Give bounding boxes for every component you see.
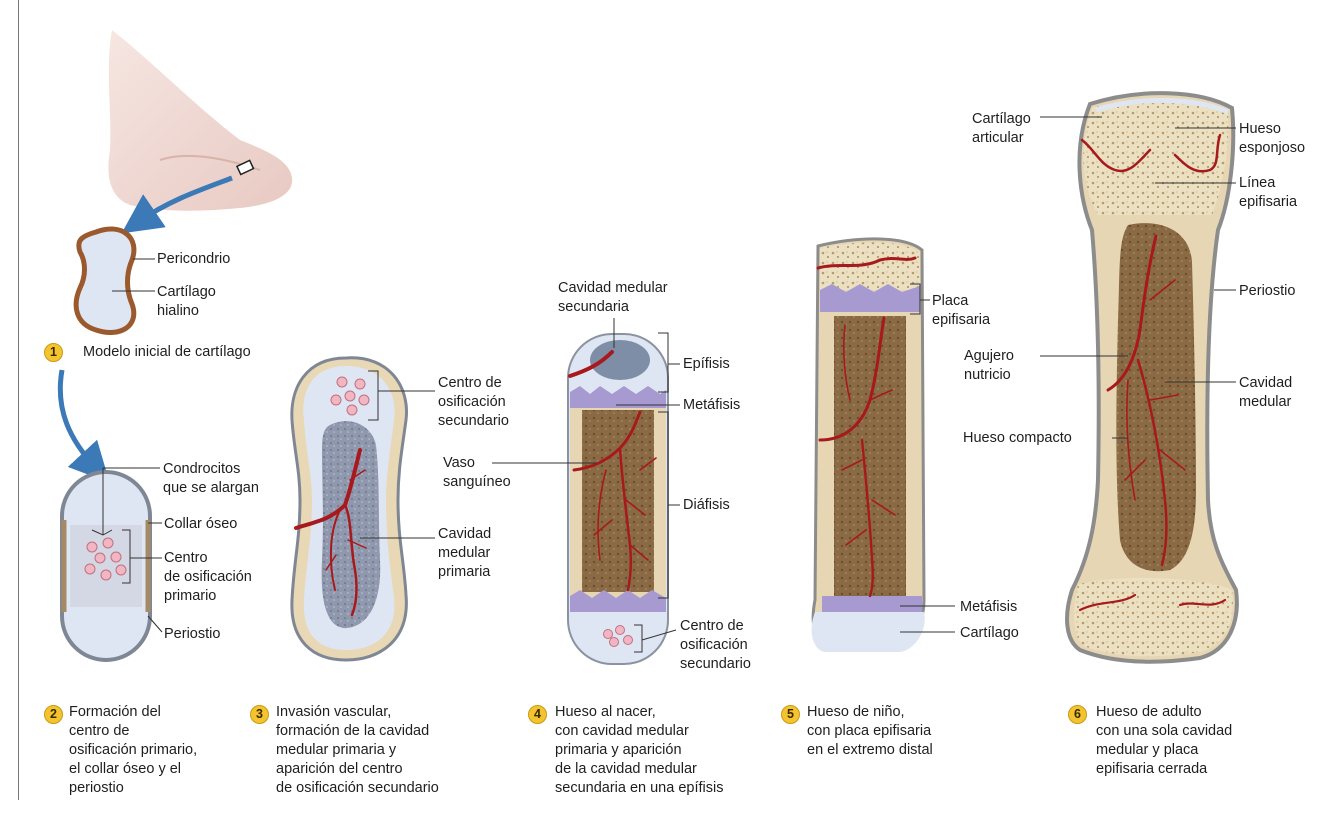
label-cavidad-primaria: Cavidad medular primaria (438, 525, 491, 582)
label-diafisis: Diáfisis (683, 496, 730, 515)
label-cartilago-hialino: Cartílago hialino (157, 283, 216, 321)
label-hueso-compacto: Hueso compacto (963, 429, 1072, 448)
stage-6-caption: Hueso de adulto con una sola cavidad med… (1096, 703, 1232, 779)
label-hueso-esponjoso: Hueso esponjoso (1239, 120, 1305, 158)
label-metafisis-4: Metáfisis (683, 396, 740, 415)
label-collar-oseo: Collar óseo (164, 515, 237, 534)
label-cartilago-5: Cartílago (960, 624, 1019, 643)
cartilage-model-1 (76, 229, 134, 333)
stage-3-badge: 3 (250, 705, 269, 724)
stage-2-badge: 2 (44, 705, 63, 724)
label-periostio-2: Periostio (164, 625, 220, 644)
stage-4-caption: Hueso al nacer, con cavidad medular prim… (555, 703, 723, 798)
label-cavidad-secundaria: Cavidad medular secundaria (558, 279, 668, 317)
bone-model-5 (812, 239, 925, 652)
bone-model-4 (568, 334, 668, 664)
bone-model-6 (1067, 93, 1237, 662)
stage-4-badge: 4 (528, 705, 547, 724)
label-pericondrio: Pericondrio (157, 250, 230, 269)
stage-5-caption: Hueso de niño, con placa epifisaria en e… (807, 703, 933, 760)
label-metafisis-5: Metáfisis (960, 598, 1017, 617)
label-agujero-nutricio: Agujero nutricio (964, 347, 1014, 385)
label-cartilago-articular: Cartílago articular (972, 110, 1031, 148)
stage-2-caption: Formación del centro de osificación prim… (69, 703, 197, 798)
label-placa-epifisaria: Placa epifisaria (932, 292, 990, 330)
bone-model-3 (292, 358, 407, 660)
label-cavidad-medular: Cavidad medular (1239, 374, 1292, 412)
stage-1-caption: Modelo inicial de cartílago (83, 343, 251, 362)
stage-1-badge: 1 (44, 343, 63, 362)
stage-3-caption: Invasión vascular, formación de la cavid… (276, 703, 439, 798)
label-centro-primario: Centro de osificación primario (164, 549, 252, 606)
label-linea-epifisaria: Línea epifisaria (1239, 174, 1297, 212)
label-vaso-sanguineo: Vaso sanguíneo (443, 454, 511, 492)
stage-5-badge: 5 (781, 705, 800, 724)
label-periostio-6: Periostio (1239, 282, 1295, 301)
label-centro-secundario-3: Centro de osificación secundario (438, 374, 509, 431)
label-condrocitos: Condrocitos que se alargan (163, 460, 259, 498)
stage-6-badge: 6 (1068, 705, 1087, 724)
foot-illustration (108, 30, 292, 211)
label-epifisis: Epífisis (683, 355, 730, 374)
arrow-1-to-2 (60, 370, 96, 468)
label-centro-secundario-4: Centro de osificación secundario (680, 617, 751, 674)
bone-model-2 (62, 472, 150, 660)
